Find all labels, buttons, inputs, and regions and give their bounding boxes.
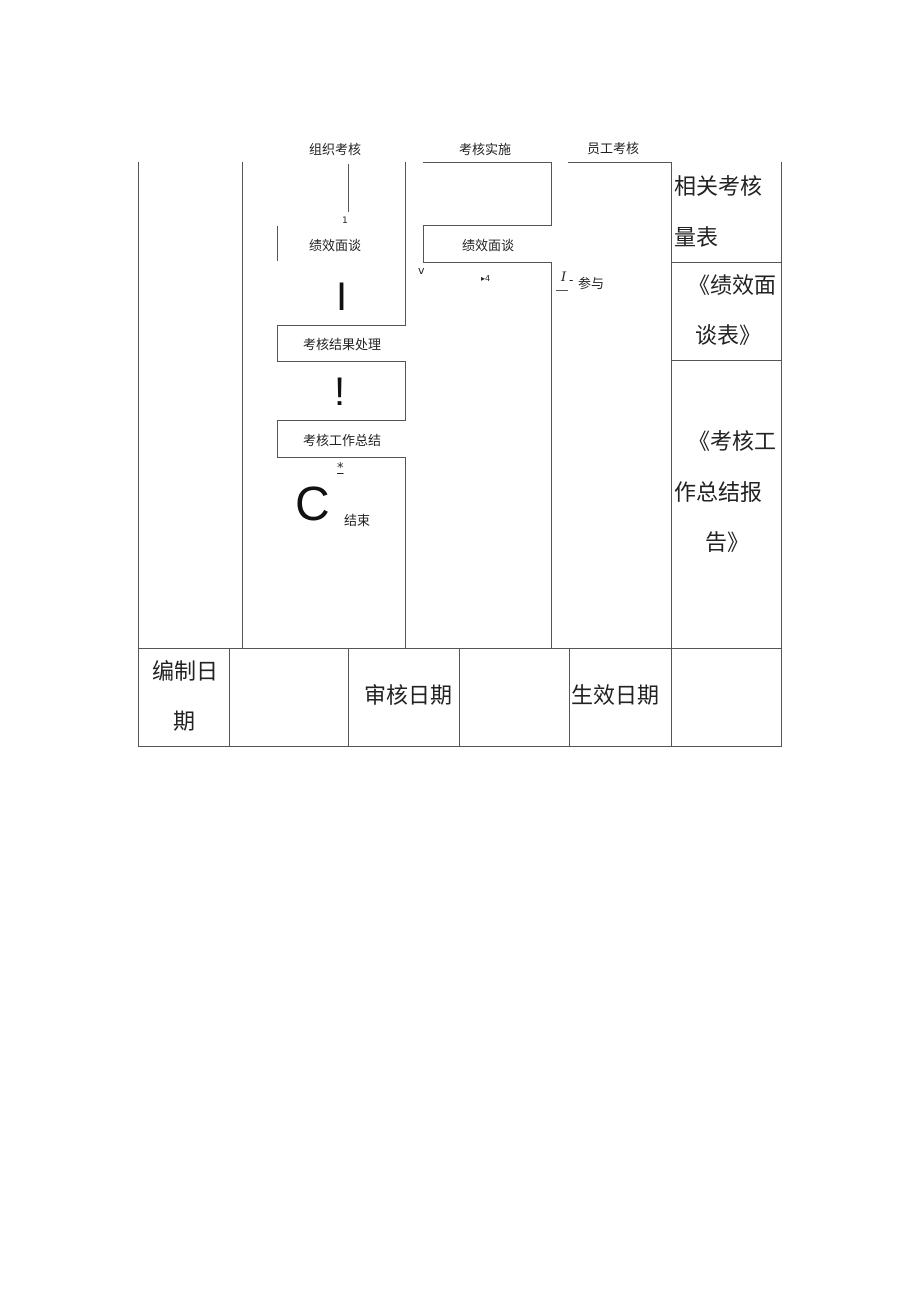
end-circle: C (295, 478, 330, 531)
flow-step-end: 结束 (344, 514, 371, 529)
header-assessment-implementation: 考核实施 (459, 143, 512, 158)
participate-connector (556, 290, 568, 291)
mark-bar: I (336, 275, 348, 319)
footer-cell-divider (348, 648, 349, 746)
forms-divider (671, 262, 781, 263)
row-divider (138, 648, 782, 649)
header-staff-assessment: 员工考核 (587, 142, 640, 157)
forms-divider (671, 360, 781, 361)
footer-cell-divider (229, 648, 230, 746)
flow-connector (348, 164, 349, 212)
footer-effective-date: 生效日期 (571, 684, 660, 709)
flow-step-performance-interview-impl: 绩效面谈 (423, 225, 552, 263)
table-border-left (138, 162, 139, 747)
form-summary-report-line1: 《考核工 (688, 430, 777, 455)
mark-star: * (337, 461, 344, 476)
table-border-right (781, 162, 782, 747)
table-border-bottom (138, 746, 782, 747)
form-summary-report-line3: 告》 (705, 531, 750, 556)
footer-compile-date-line1: 编制日 (152, 660, 219, 685)
form-summary-report-line2: 作总结报 (674, 481, 763, 506)
form-related-scale-line2: 量表 (674, 226, 719, 251)
flow-step-result-handling: 考核结果处理 (277, 325, 406, 362)
form-interview-sheet-line1: 《绩效面 (688, 274, 777, 299)
mark-v: v (418, 264, 425, 277)
flow-step-label: 考核工作总结 (302, 433, 381, 449)
form-interview-sheet-line2: 谈表》 (695, 324, 762, 349)
flow-step-label: 绩效面谈 (461, 238, 514, 254)
lane-divider (242, 162, 243, 648)
flow-bracket (277, 226, 278, 261)
lane-divider (671, 162, 672, 747)
form-related-scale-line1: 相关考核 (674, 175, 763, 200)
flow-step-performance-interview: 绩效面谈 (309, 239, 362, 254)
footer-cell-divider (459, 648, 460, 746)
arrow-mark: ▸4 (481, 274, 491, 283)
header-underline (568, 162, 672, 163)
flow-step-label: 考核结果处理 (302, 338, 381, 353)
lane-divider (551, 162, 552, 648)
mark-one: 1 (342, 216, 348, 226)
mark-dash: - (569, 273, 574, 287)
flow-step-work-summary: 考核工作总结 (277, 420, 406, 458)
header-underline (423, 162, 552, 163)
footer-cell-divider (569, 648, 570, 746)
header-org-assessment: 组织考核 (309, 143, 362, 158)
footer-review-date: 审核日期 (364, 684, 453, 709)
flow-participate: 参与 (578, 277, 605, 292)
mark-exclaim: ! (334, 370, 346, 414)
footer-compile-date-line2: 期 (173, 710, 196, 735)
lane-divider (405, 162, 406, 648)
mark-italic-i: I (561, 270, 567, 285)
